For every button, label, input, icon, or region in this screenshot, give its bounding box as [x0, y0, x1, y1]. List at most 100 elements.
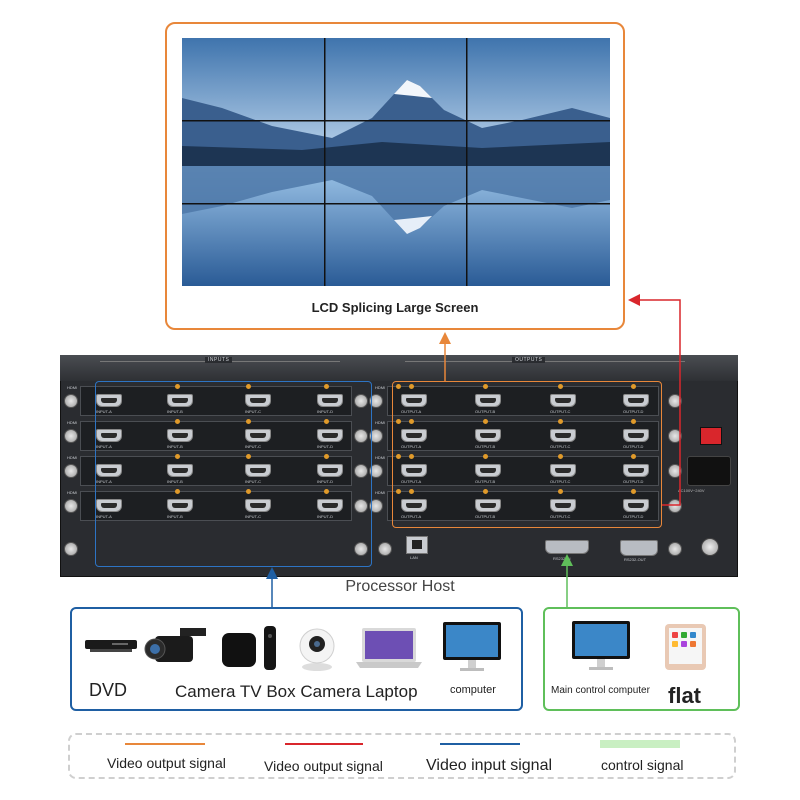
- input-card: [80, 456, 352, 486]
- status-led: [246, 489, 251, 494]
- slot-screw: [369, 429, 383, 443]
- hdmi-input-port[interactable]: [245, 464, 271, 477]
- status-led: [558, 419, 563, 424]
- hdmi-input-port[interactable]: [96, 499, 122, 512]
- hdmi-output-port[interactable]: [401, 394, 427, 407]
- status-led: [409, 419, 414, 424]
- status-led: [324, 454, 329, 459]
- hdmi-output-port[interactable]: [550, 394, 576, 407]
- hdmi-output-port[interactable]: [475, 429, 501, 442]
- hdmi-output-port[interactable]: [550, 499, 576, 512]
- hdmi-output-port[interactable]: [623, 429, 649, 442]
- red-output-arrow: [628, 294, 681, 506]
- input-card: [80, 421, 352, 451]
- input-card: [80, 491, 352, 521]
- input-port-label: INPUT-C: [245, 444, 261, 449]
- status-led: [558, 489, 563, 494]
- slot-screw: [668, 429, 682, 443]
- hdmi-output-port[interactable]: [401, 429, 427, 442]
- rs232-out-label: RS232-OUT: [624, 557, 647, 562]
- slot-screw: [64, 394, 78, 408]
- hdmi-input-port[interactable]: [245, 499, 271, 512]
- hdmi-input-port[interactable]: [167, 464, 193, 477]
- input-port-label: INPUT-C: [245, 479, 261, 484]
- input-port-label: INPUT-C: [245, 409, 261, 414]
- power-socket[interactable]: [687, 456, 731, 486]
- bottom-left-screw: [64, 542, 78, 556]
- bottom-right-screw: [668, 542, 682, 556]
- lan-label: LAN: [410, 555, 418, 560]
- legend-label-4: control signal: [601, 757, 684, 773]
- rs232-out-port[interactable]: [620, 540, 658, 556]
- dvd-player-icon: [85, 640, 137, 652]
- status-led: [483, 419, 488, 424]
- status-led: [483, 489, 488, 494]
- input-port-label: INPUT-D: [317, 409, 333, 414]
- hdmi-input-port[interactable]: [96, 394, 122, 407]
- tablet-icon: [665, 624, 706, 670]
- legend-line-blue: [440, 743, 520, 745]
- hdmi-output-port[interactable]: [550, 429, 576, 442]
- hdmi-input-port[interactable]: [317, 499, 343, 512]
- hdmi-output-port[interactable]: [475, 499, 501, 512]
- output-port-label: OUTPUT-D: [623, 514, 644, 519]
- status-led: [409, 384, 414, 389]
- hdmi-input-port[interactable]: [245, 429, 271, 442]
- output-port-label: OUTPUT-A: [401, 444, 422, 449]
- legend-line-green: [600, 740, 680, 748]
- status-led: [631, 419, 636, 424]
- status-led: [409, 454, 414, 459]
- hdmi-input-port[interactable]: [96, 464, 122, 477]
- input-card: [80, 386, 352, 416]
- chassis-top-strip: INPUTS OUTPUTS: [60, 355, 738, 381]
- hdmi-output-port[interactable]: [475, 464, 501, 477]
- status-led: [324, 419, 329, 424]
- slot-screw: [354, 394, 368, 408]
- main-control-computer-label: Main control computer: [551, 685, 650, 696]
- hdmi-output-port[interactable]: [401, 464, 427, 477]
- hdmi-tag: HDMI: [375, 385, 386, 390]
- legend-label-2: Video output signal: [264, 758, 383, 774]
- output-port-label: OUTPUT-D: [623, 444, 644, 449]
- hdmi-input-port[interactable]: [167, 499, 193, 512]
- hdmi-input-port[interactable]: [317, 394, 343, 407]
- slot-screw: [668, 464, 682, 478]
- output-port-label: OUTPUT-B: [475, 479, 496, 484]
- status-led: [558, 454, 563, 459]
- video-camera-icon: [144, 628, 206, 662]
- status-led: [483, 454, 488, 459]
- legend-line-orange: [125, 743, 205, 745]
- slot-screw: [354, 499, 368, 513]
- outputs-strip-label: OUTPUTS: [512, 357, 546, 363]
- output-port-label: OUTPUT-B: [475, 409, 496, 414]
- hdmi-output-port[interactable]: [550, 464, 576, 477]
- output-card: [387, 456, 659, 486]
- hdmi-output-port[interactable]: [623, 464, 649, 477]
- input-port-label: INPUT-D: [317, 514, 333, 519]
- hdmi-output-port[interactable]: [623, 394, 649, 407]
- rs232-in-port[interactable]: [545, 540, 589, 554]
- control-devices-group: [543, 607, 740, 711]
- slot-screw: [369, 499, 383, 513]
- hdmi-input-port[interactable]: [317, 429, 343, 442]
- hdmi-output-port[interactable]: [475, 394, 501, 407]
- hdmi-input-port[interactable]: [317, 464, 343, 477]
- hdmi-input-port[interactable]: [245, 394, 271, 407]
- hdmi-output-port[interactable]: [623, 499, 649, 512]
- lan-port[interactable]: [406, 536, 428, 554]
- dvd-label: DVD: [89, 680, 128, 700]
- hdmi-output-port[interactable]: [401, 499, 427, 512]
- input-devices-group: [70, 607, 523, 711]
- hdmi-input-port[interactable]: [167, 429, 193, 442]
- power-switch[interactable]: [700, 427, 722, 445]
- output-port-label: OUTPUT-C: [550, 514, 571, 519]
- laptop-icon: [356, 628, 422, 668]
- output-port-label: OUTPUT-D: [623, 479, 644, 484]
- hdmi-tag: HDMI: [375, 490, 386, 495]
- status-led: [246, 384, 251, 389]
- hdmi-input-port[interactable]: [96, 429, 122, 442]
- hdmi-input-port[interactable]: [167, 394, 193, 407]
- output-port-label: OUTPUT-C: [550, 479, 571, 484]
- output-port-label: OUTPUT-C: [550, 444, 571, 449]
